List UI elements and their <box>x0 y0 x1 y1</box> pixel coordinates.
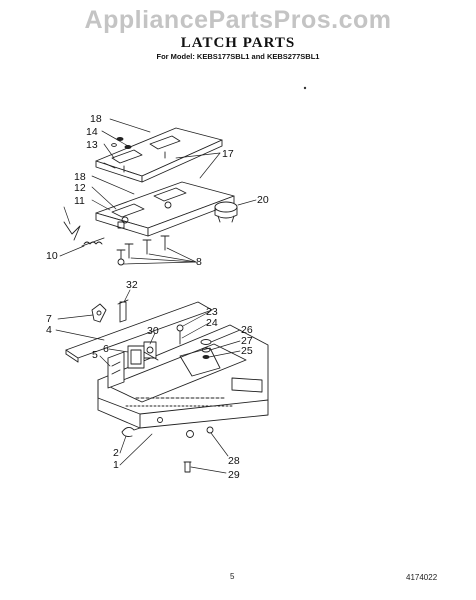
upper-latch-plate <box>95 127 223 183</box>
callout-27: 27 <box>241 335 253 347</box>
callout-32: 32 <box>126 279 138 291</box>
callout-2: 2 <box>113 447 119 459</box>
latch-bar-4 <box>65 301 213 363</box>
screw-29 <box>183 461 192 473</box>
watermark: AppliancePartsPros.com <box>84 6 392 34</box>
callout-26: 26 <box>241 324 253 336</box>
screws-8 <box>116 235 170 266</box>
callout-5: 5 <box>92 349 98 361</box>
callout-18-lower: 18 <box>74 171 86 183</box>
page-title: LATCH PARTS <box>180 35 296 51</box>
callout-14: 14 <box>86 126 98 138</box>
document-code: 4174022 <box>406 573 438 582</box>
knob-20 <box>214 201 238 223</box>
scan-speck <box>303 86 307 90</box>
bracket-32 <box>117 299 129 323</box>
callout-11: 11 <box>74 195 85 207</box>
callout-10: 10 <box>46 250 58 262</box>
callout-1: 1 <box>113 459 119 471</box>
screws-14 <box>111 136 132 150</box>
model-subtitle: For Model: KEBS177SBL1 and KEBS277SBL1 <box>156 52 320 61</box>
callout-24: 24 <box>206 317 218 329</box>
callout-4: 4 <box>46 324 52 336</box>
callout-13: 13 <box>86 139 98 151</box>
callout-17: 17 <box>222 148 234 160</box>
solenoid-6 <box>127 345 159 369</box>
base-plate-1 <box>97 324 269 438</box>
callout-20: 20 <box>257 194 269 206</box>
leader-lines <box>55 118 257 474</box>
callout-28: 28 <box>228 455 240 467</box>
callout-8: 8 <box>196 256 202 268</box>
callout-29: 29 <box>228 469 240 481</box>
callout-labels: 18 14 13 17 18 12 11 10 20 8 32 7 4 23 2… <box>46 113 269 481</box>
page-number: 5 <box>230 572 235 581</box>
spring-10 <box>81 237 105 247</box>
callout-23: 23 <box>206 306 218 318</box>
hook-bracket-2 <box>121 427 141 437</box>
callout-6: 6 <box>103 343 109 355</box>
callout-30: 30 <box>147 325 159 337</box>
bracket-5 <box>107 351 125 389</box>
callout-25: 25 <box>241 345 253 357</box>
bolt-23-24 <box>176 324 184 345</box>
latch-7 <box>91 303 107 323</box>
callout-12: 12 <box>74 182 86 194</box>
wire-clip-11 <box>63 221 81 241</box>
lower-latch-plate <box>95 181 235 237</box>
callout-18-top: 18 <box>90 113 102 125</box>
callout-7: 7 <box>46 313 52 325</box>
